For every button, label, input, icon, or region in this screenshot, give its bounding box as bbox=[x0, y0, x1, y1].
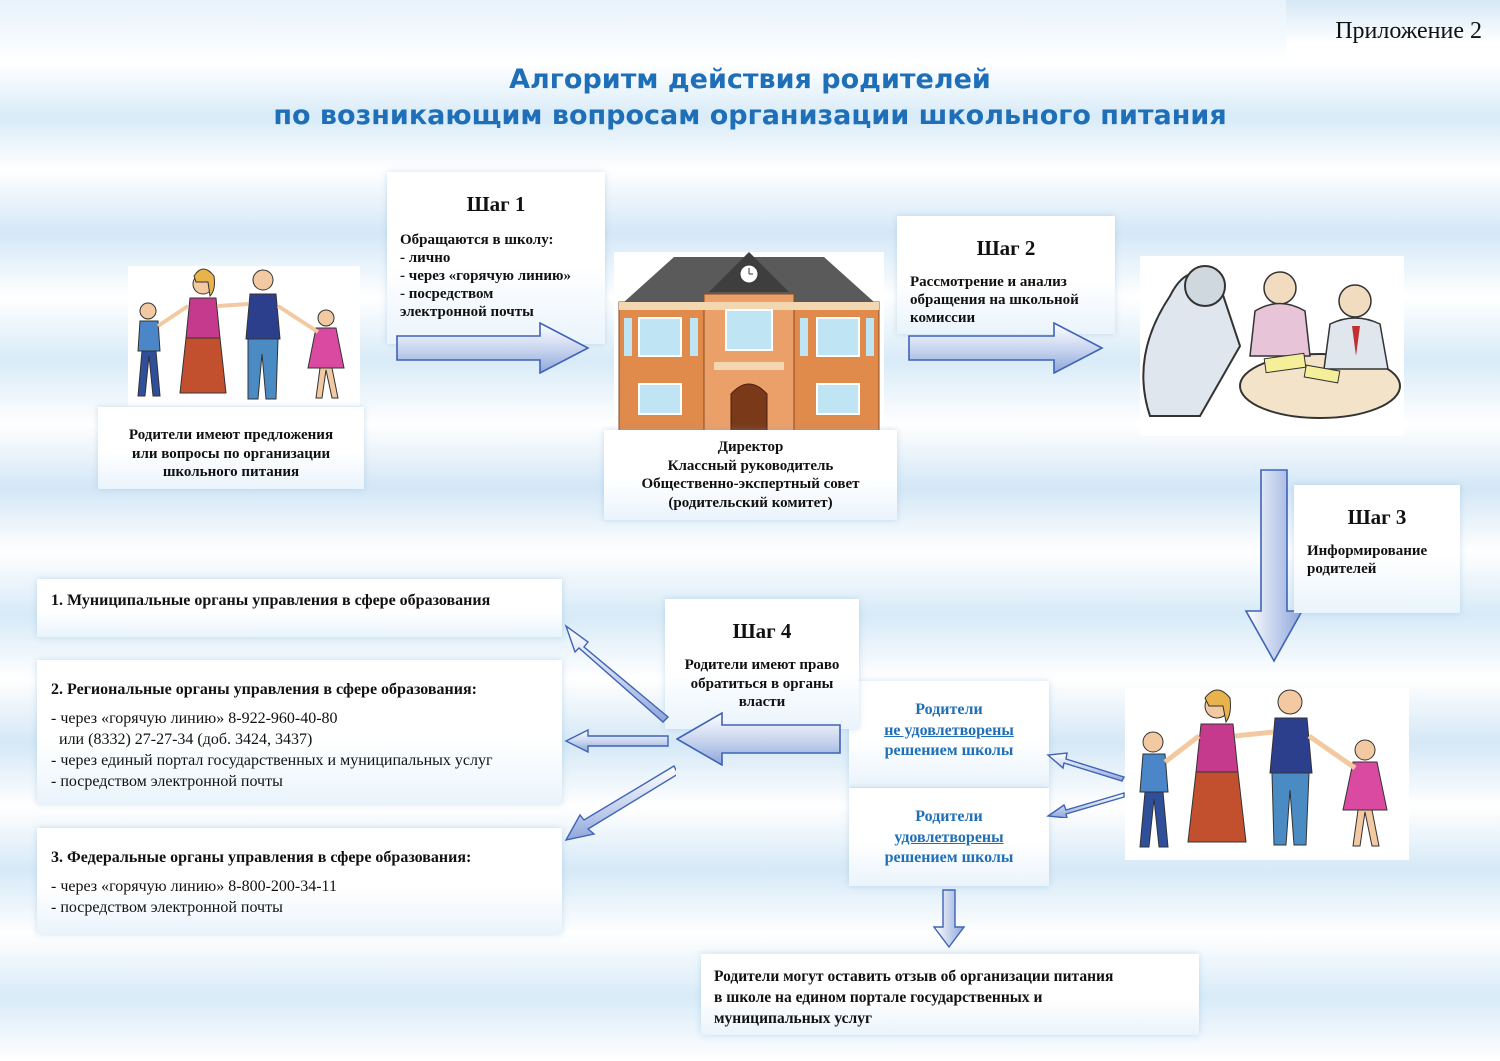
step2-line: комиссии bbox=[910, 310, 976, 326]
caption-line: школьного питания bbox=[162, 464, 300, 480]
arrow-left-icon bbox=[564, 728, 669, 754]
satisfied-emphasis: удовлетворены bbox=[894, 828, 1004, 846]
commission-meeting-illustration bbox=[1140, 256, 1404, 436]
regional-line: - через единый портал государственных и … bbox=[51, 752, 493, 769]
step3-line: Информирование bbox=[1307, 543, 1428, 559]
step4-box: Шаг 4 Родители имеют право обратиться в … bbox=[665, 599, 859, 729]
feedback-line: муниципальных услуг bbox=[714, 1010, 873, 1027]
step3-line: родителей bbox=[1307, 561, 1377, 577]
arrow-down-left-icon bbox=[564, 765, 676, 842]
authority-municipal-box: 1. Муниципальные органы управления в сфе… bbox=[37, 579, 562, 637]
step3-box: Шаг 3 Информирование родителей bbox=[1294, 485, 1460, 613]
caption-line: или вопросы по организации bbox=[131, 445, 331, 462]
not-satisfied-line: решением школы bbox=[884, 742, 1014, 759]
step1-line: Обращаются в школу: bbox=[400, 232, 554, 248]
step3-body: Информирование родителей bbox=[1294, 530, 1460, 578]
regional-line: или (8332) 27-27-34 (доб. 3424, 3437) bbox=[51, 731, 313, 748]
regional-line: - через «горячую линию» 8-922-960-40-80 bbox=[51, 710, 338, 727]
step1-line: - лично bbox=[400, 250, 451, 266]
arrow-diagonal-icon bbox=[1046, 752, 1125, 818]
arrow-up-left-icon bbox=[564, 624, 670, 723]
parents-not-satisfied-box: Родители не удовлетворены решением школы bbox=[849, 681, 1049, 787]
step4-title: Шаг 4 bbox=[732, 619, 792, 643]
family-illustration-top bbox=[128, 266, 360, 406]
step4-line: власти bbox=[738, 694, 786, 710]
feedback-line: Родители могут оставить отзыв об организ… bbox=[714, 968, 1114, 985]
step1-box: Шаг 1 Обращаются в школу: - лично - чере… bbox=[387, 172, 605, 344]
arrows-to-authorities bbox=[564, 624, 676, 842]
arrow-left-icon bbox=[676, 712, 841, 766]
step1-title: Шаг 1 bbox=[466, 192, 526, 216]
arrow-down-icon bbox=[933, 889, 965, 949]
staff-line: Классный руководитель bbox=[667, 457, 834, 474]
authority-regional-box: 2. Региональные органы управления в сфер… bbox=[37, 660, 562, 804]
step1-line: электронной почты bbox=[400, 304, 534, 320]
step2-line: обращения на школьной bbox=[910, 292, 1079, 308]
authority-municipal-heading: 1. Муниципальные органы управления в сфе… bbox=[51, 592, 491, 609]
satisfied-line: решением школы bbox=[884, 849, 1014, 866]
satisfied-line: Родители bbox=[915, 808, 983, 825]
caption-line: Родители имеют предложения bbox=[128, 427, 334, 443]
feedback-box: Родители могут оставить отзыв об организ… bbox=[701, 954, 1199, 1035]
feedback-text: Родители могут оставить отзыв об организ… bbox=[714, 966, 1199, 1029]
step1-line: - посредством bbox=[400, 286, 494, 302]
step1-line: - через «горячую линию» bbox=[400, 268, 572, 284]
step2-body: Рассмотрение и анализ обращения на школь… bbox=[897, 261, 1115, 327]
feedback-line: в школе на едином портале государственны… bbox=[714, 989, 1043, 1006]
staff-line: Общественно-экспертный совет bbox=[641, 476, 860, 492]
step4-body: Родители имеют право обратиться в органы… bbox=[665, 644, 859, 712]
not-satisfied-line: Родители bbox=[915, 701, 983, 718]
federal-line: - посредством электронной почты bbox=[51, 899, 283, 916]
page-title: Алгоритм действия родителей по возникающ… bbox=[0, 62, 1500, 134]
school-building-illustration bbox=[614, 252, 884, 432]
step3-title: Шаг 3 bbox=[1347, 505, 1407, 529]
federal-line: - через «горячую линию» 8-800-200-34-11 bbox=[51, 878, 337, 895]
staff-line: (родительский комитет) bbox=[668, 494, 833, 511]
parents-satisfied-box: Родители удовлетворены решением школы bbox=[849, 788, 1049, 886]
step2-title: Шаг 2 bbox=[976, 236, 1036, 260]
staff-line: Директор bbox=[717, 439, 784, 455]
title-line-1: Алгоритм действия родителей bbox=[509, 64, 991, 95]
annex-label: Приложение 2 bbox=[1286, 0, 1500, 62]
authority-federal-heading: 3. Федеральные органы управления в сфере… bbox=[51, 849, 472, 866]
arrow-right-icon bbox=[396, 322, 590, 374]
regional-line: - посредством электронной почты bbox=[51, 773, 283, 790]
family-illustration-bottom bbox=[1125, 688, 1409, 860]
authority-regional-heading: 2. Региональные органы управления в сфер… bbox=[51, 681, 477, 698]
not-satisfied-emphasis: не удовлетворены bbox=[884, 721, 1014, 739]
step2-line: Рассмотрение и анализ bbox=[910, 274, 1067, 290]
step2-box: Шаг 2 Рассмотрение и анализ обращения на… bbox=[897, 216, 1115, 334]
authority-federal-box: 3. Федеральные органы управления в сфере… bbox=[37, 828, 562, 934]
arrow-right-icon bbox=[908, 322, 1104, 374]
title-line-2: по возникающим вопросам организации школ… bbox=[273, 100, 1227, 131]
step1-body: Обращаются в школу: - лично - через «гор… bbox=[387, 217, 605, 321]
step4-line: обратиться в органы bbox=[690, 675, 834, 692]
step4-line: Родители имеют право bbox=[684, 657, 840, 673]
arrow-down-icon bbox=[1244, 469, 1304, 663]
school-staff-caption: Директор Классный руководитель Обществен… bbox=[604, 430, 897, 520]
parents-start-caption: Родители имеют предложения или вопросы п… bbox=[98, 407, 364, 489]
